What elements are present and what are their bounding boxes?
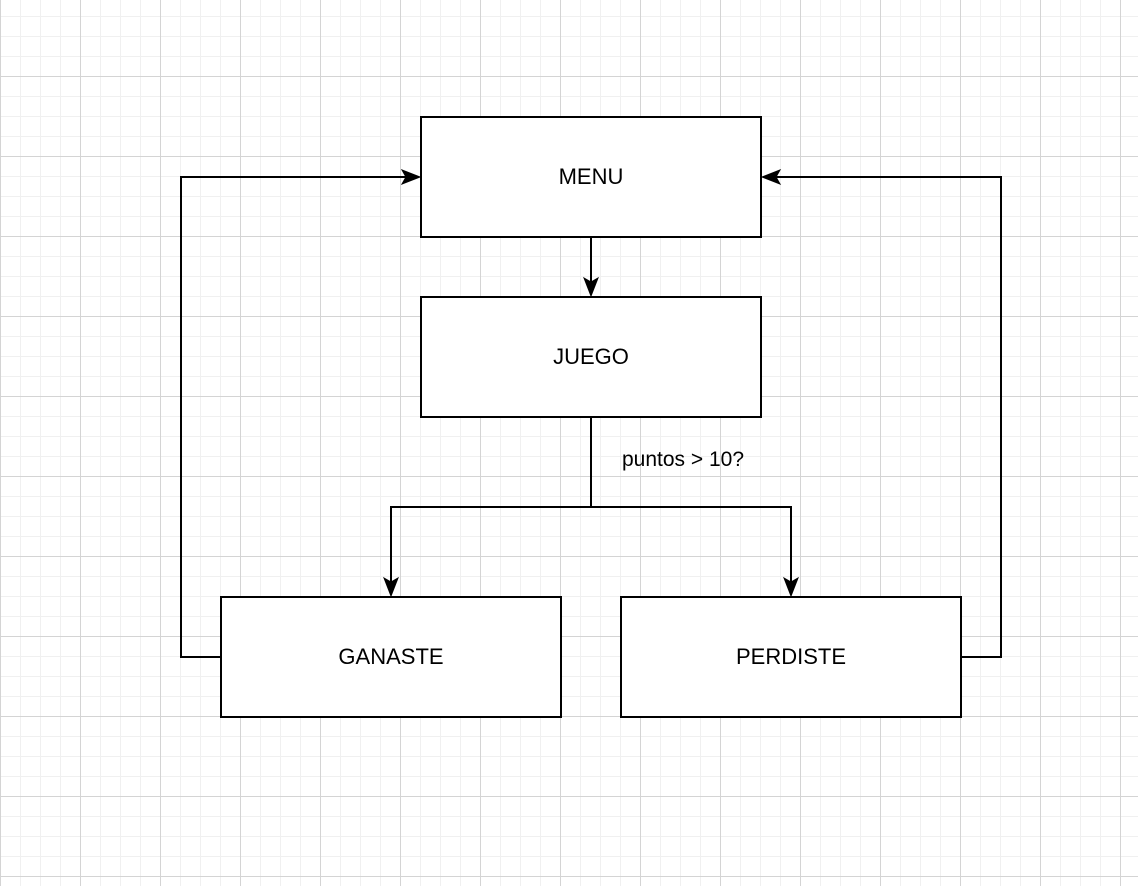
node-juego[interactable]: JUEGO xyxy=(420,296,762,418)
node-ganaste[interactable]: GANASTE xyxy=(220,596,562,718)
node-menu[interactable]: MENU xyxy=(420,116,762,238)
node-menu-label: MENU xyxy=(559,164,624,189)
node-menu-box xyxy=(420,116,762,238)
node-ganaste-box xyxy=(220,596,562,718)
edge-menu-to-juego[interactable] xyxy=(583,237,599,298)
edge-perdiste-to-menu[interactable] xyxy=(760,169,1002,658)
edge-juego-to-perdiste[interactable] xyxy=(591,506,799,598)
edge-juego-to-ganaste-line xyxy=(390,506,591,582)
edge-juego-to-ganaste[interactable] xyxy=(383,506,591,598)
node-juego-box xyxy=(420,296,762,418)
condition-label: puntos > 10? xyxy=(622,448,744,471)
arrowhead-down-icon xyxy=(583,276,599,298)
edge-perdiste-to-menu-line xyxy=(776,176,1002,658)
node-perdiste-label: PERDISTE xyxy=(736,644,846,669)
arrowhead-right-icon xyxy=(400,169,422,185)
arrowhead-left-icon xyxy=(760,169,782,185)
edge-ganaste-to-menu[interactable] xyxy=(180,169,422,658)
node-ganaste-label: GANASTE xyxy=(338,644,443,669)
node-perdiste-box xyxy=(620,596,962,718)
node-juego-label: JUEGO xyxy=(553,344,629,369)
edge-juego-to-perdiste-line xyxy=(591,506,792,582)
node-perdiste[interactable]: PERDISTE xyxy=(620,596,962,718)
arrowhead-down-icon xyxy=(383,576,399,598)
edge-ganaste-to-menu-line xyxy=(180,176,406,658)
arrowhead-down-icon xyxy=(783,576,799,598)
